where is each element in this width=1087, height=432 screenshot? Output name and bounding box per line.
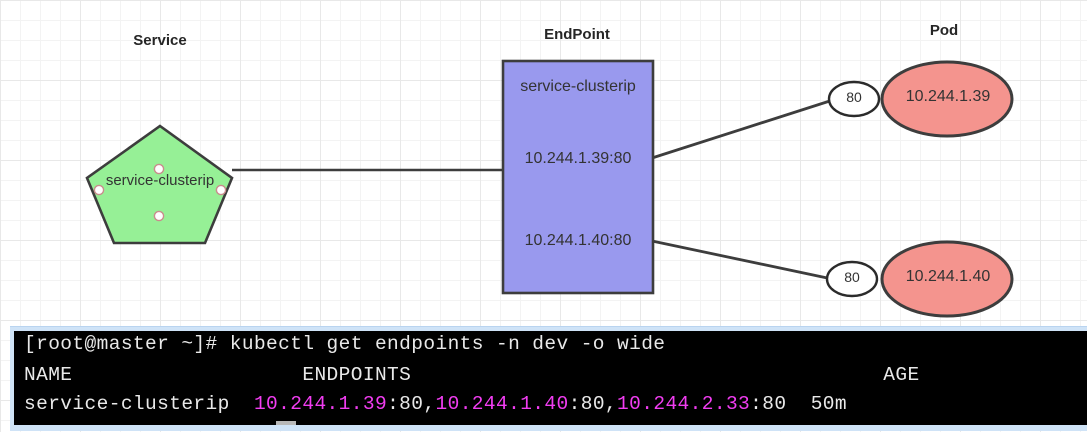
pod-port-badge-shape[interactable] [827,80,881,118]
terminal-endpoint-ip: 10.244.2.33 [617,393,751,415]
terminal-endpoint-port: :80 [387,393,424,415]
terminal-window[interactable]: [root@master ~]# kubectl get endpoints -… [14,331,1087,425]
connector-endpoint1-to-pod1 [651,97,837,160]
terminal-endpoint-separator: , [604,393,618,415]
connection-dot-icon[interactable] [215,184,227,196]
terminal-row-age-gap [786,393,810,415]
pod-port-badge-shape[interactable] [825,260,879,298]
group-title-pod: Pod [929,22,959,39]
terminal-command-line: [root@master ~]# kubectl get endpoints -… [24,333,665,355]
terminal-row-age: 50m [810,393,847,415]
connector-endpoint2-to-pod2 [651,239,833,281]
service-pentagon-shape[interactable] [85,124,234,245]
connection-dot-icon[interactable] [153,210,165,222]
terminal-endpoint-port: :80 [750,393,787,415]
connection-dot-icon[interactable] [93,184,105,196]
terminal-endpoint-separator: , [423,393,436,415]
terminal-header-line: NAME ENDPOINTS AGE [24,364,920,386]
terminal-endpoint-ip: 10.244.1.39 [253,393,388,415]
terminal-output-row: service-clusterip 10.244.1.39:80,10.244.… [24,393,847,415]
terminal-endpoint-port: :80 [568,393,605,415]
pod-ellipse-shape[interactable] [880,60,1014,138]
terminal-cursor [276,421,296,425]
terminal-command: kubectl get endpoints -n dev -o wide [229,333,666,355]
terminal-row-endpoints: 10.244.1.39:80,10.244.1.40:80,10.244.2.3… [254,393,787,415]
endpoint-box-shape[interactable] [501,59,655,295]
pod-ellipse-shape[interactable] [880,240,1014,318]
terminal-row-name: service-clusterip [24,393,254,415]
group-title-service: Service [133,32,187,49]
group-title-endpoint: EndPoint [544,26,610,43]
terminal-endpoint-ip: 10.244.1.40 [435,393,569,415]
connection-dot-icon[interactable] [153,163,165,175]
terminal-prompt: [root@master ~]# [24,333,230,355]
